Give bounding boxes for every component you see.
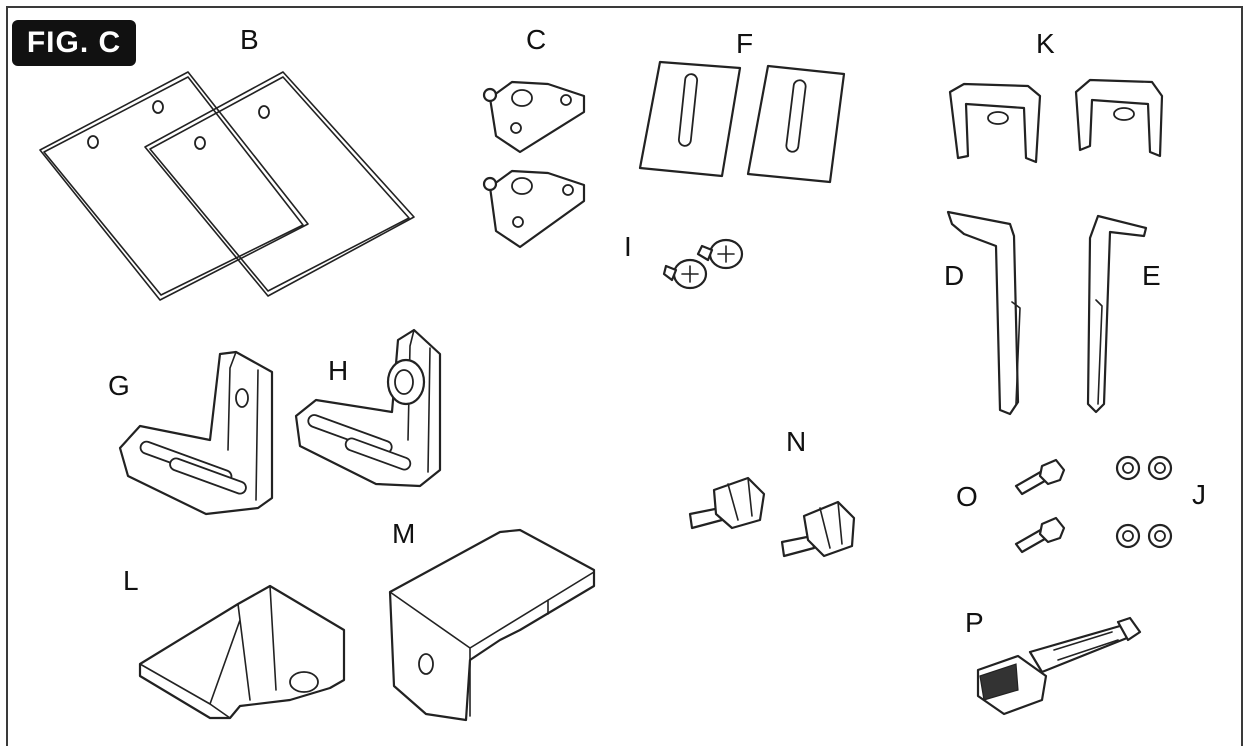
part-d-hook bbox=[946, 210, 1021, 416]
label-g: G bbox=[108, 370, 130, 401]
part-c-clips bbox=[482, 80, 586, 249]
part-f-slotted-plates bbox=[638, 60, 846, 184]
part-p-t-bolt bbox=[976, 616, 1142, 716]
label-m: M bbox=[392, 518, 416, 549]
label-i: I bbox=[624, 231, 632, 262]
part-n-thumb-screws bbox=[688, 476, 856, 558]
label-h: H bbox=[328, 355, 349, 386]
label-f: F bbox=[736, 28, 754, 59]
part-e-hook bbox=[1086, 214, 1148, 414]
label-b: B bbox=[240, 24, 259, 55]
part-k-u-brackets bbox=[948, 78, 1164, 164]
label-d: D bbox=[944, 260, 965, 291]
label-e: E bbox=[1142, 260, 1161, 291]
label-j: J bbox=[1192, 479, 1206, 510]
label-o: O bbox=[956, 481, 978, 512]
part-o-bolts bbox=[1014, 458, 1066, 554]
part-b-plates bbox=[39, 71, 415, 301]
part-j-washers bbox=[1115, 455, 1173, 549]
part-m-block bbox=[388, 528, 596, 722]
label-n: N bbox=[786, 426, 807, 457]
part-l-v-block bbox=[138, 584, 346, 720]
part-h-bracket bbox=[294, 328, 442, 488]
figure-badge: FIG. C bbox=[12, 20, 136, 66]
label-c: C bbox=[526, 24, 547, 55]
part-g-bracket bbox=[118, 350, 274, 516]
figure-frame bbox=[6, 6, 1243, 746]
label-l: L bbox=[123, 565, 139, 596]
part-i-screws bbox=[662, 238, 744, 290]
label-k: K bbox=[1036, 28, 1055, 59]
label-p: P bbox=[965, 607, 984, 638]
